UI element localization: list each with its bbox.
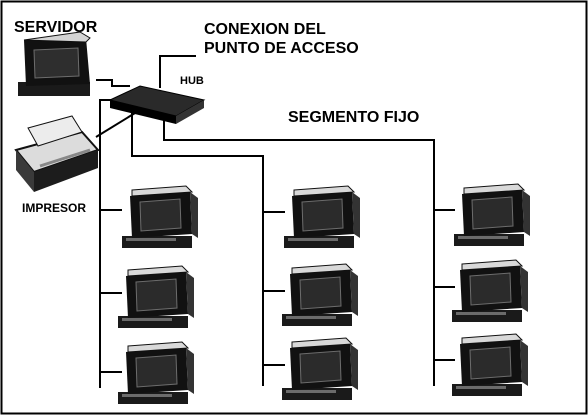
workstation-icon (281, 337, 359, 401)
workstation-icon (281, 263, 359, 327)
segment-3 (451, 183, 531, 397)
workstation-icon (451, 333, 529, 397)
workstation-icon (451, 259, 529, 323)
workstation-icon (283, 185, 361, 249)
workstation-icon (117, 341, 195, 405)
printer-icon (14, 115, 100, 192)
workstation-icon (121, 185, 199, 249)
label-segmento-fijo: SEGMENTO FIJO (288, 109, 419, 126)
hub-icon (108, 85, 206, 124)
workstation-icon (453, 183, 531, 247)
workstation-icon (117, 265, 195, 329)
server-icon (18, 31, 91, 96)
segment-2 (281, 185, 361, 401)
label-conexion-line1: CONEXION DEL (204, 21, 326, 38)
label-conexion-line2: PUNTO DE ACCESO (204, 40, 359, 57)
label-servidor: SERVIDOR (14, 19, 98, 36)
label-impresor: IMPRESOR (22, 201, 86, 215)
label-hub: HUB (180, 75, 204, 87)
segment-1 (117, 185, 199, 405)
